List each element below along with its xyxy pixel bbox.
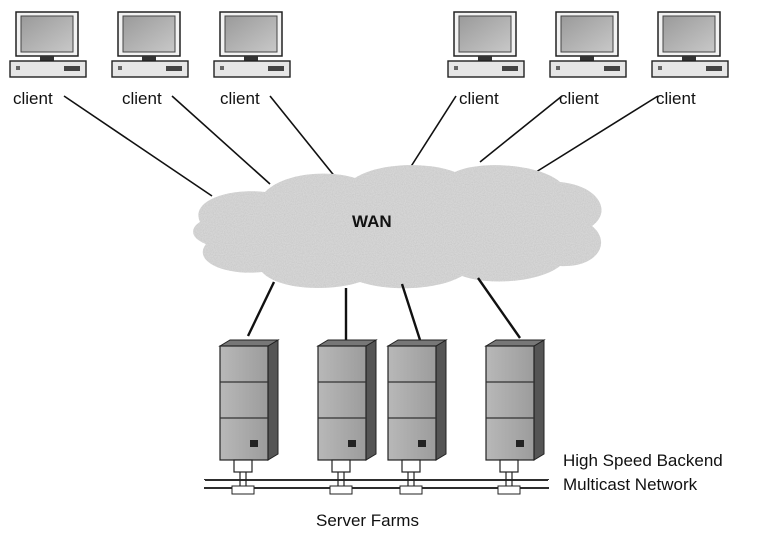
client-computer-icon [447, 11, 525, 78]
client-computer-icon [549, 11, 627, 78]
client-computer-icon [213, 11, 291, 78]
link-client-4 [409, 95, 457, 169]
client-label-2: client [122, 89, 162, 108]
wan-label: WAN [352, 212, 392, 231]
server-tower-icon [386, 339, 448, 495]
link-server-4 [477, 277, 521, 339]
link-client-3 [269, 95, 337, 179]
backend-bus [203, 479, 550, 489]
client-computer-icon [111, 11, 189, 78]
wan-cloud [193, 165, 602, 289]
server-tower-icon [218, 339, 280, 495]
client-computer-icon [9, 11, 87, 78]
server-farms-label: Server Farms [316, 511, 419, 530]
link-server-1 [246, 281, 276, 337]
client-label-4: client [459, 89, 499, 108]
server-tower-icon [316, 339, 378, 495]
server-tower-icon [484, 339, 546, 495]
link-server-3 [400, 283, 422, 341]
client-computers [9, 11, 729, 78]
link-client-6 [535, 95, 659, 173]
client-label-3: client [220, 89, 260, 108]
server-towers [218, 339, 546, 495]
backend-label-line1: High Speed Backend [563, 451, 723, 470]
client-computer-icon [651, 11, 729, 78]
link-client-1 [63, 95, 213, 197]
client-label-1: client [13, 89, 53, 108]
client-label-5: client [559, 89, 599, 108]
client-label-6: client [656, 89, 696, 108]
server-links [246, 277, 521, 341]
link-client-5 [479, 95, 563, 163]
client-links [63, 95, 659, 197]
backend-label-line2: Multicast Network [563, 475, 698, 494]
link-client-2 [171, 95, 271, 185]
